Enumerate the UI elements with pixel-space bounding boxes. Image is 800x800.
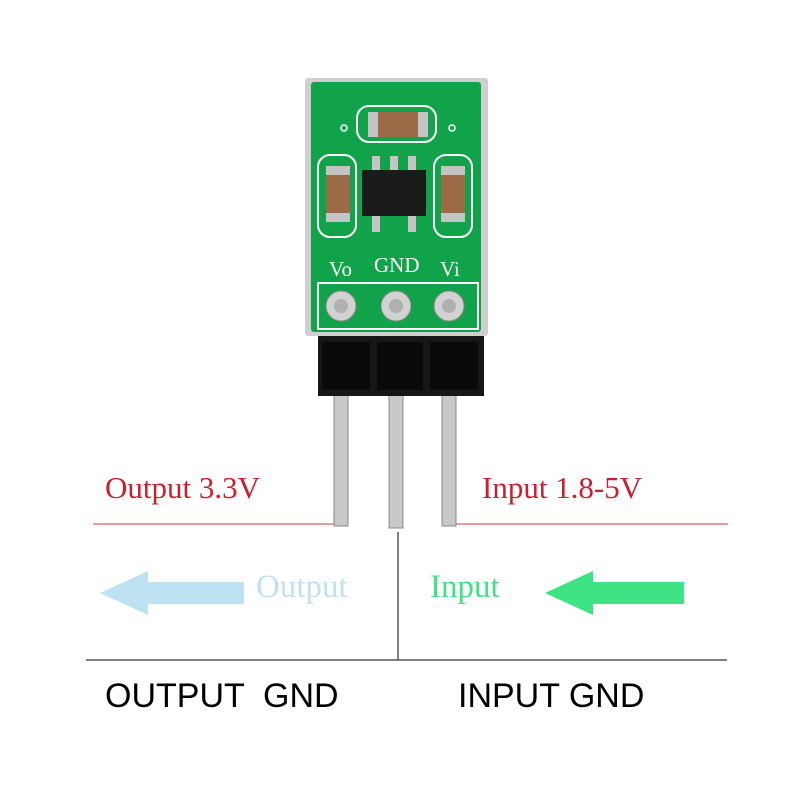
- right-capacitor: [441, 166, 465, 222]
- right-capacitor-outline: [433, 154, 473, 238]
- pin-label-vi: Vi: [440, 257, 460, 281]
- input-arrow-shape: [545, 571, 684, 615]
- ic-chip: [362, 156, 426, 232]
- left-capacitor-outline: [317, 154, 357, 238]
- pin-header: [318, 336, 484, 396]
- input-arrow-label: Input: [430, 569, 500, 605]
- input-gnd-label: INPUT GND: [458, 677, 645, 715]
- output-arrow-label: Output: [256, 569, 348, 605]
- output-arrow-shape: [100, 571, 244, 615]
- pcb-board: Vo GND Vi: [305, 78, 488, 336]
- top-capacitor-outline: [356, 105, 437, 143]
- output-gnd-label: OUTPUT GND: [105, 677, 339, 715]
- output-voltage-label: Output 3.3V: [105, 470, 260, 505]
- left-capacitor: [326, 166, 350, 222]
- input-voltage-label: Input 1.8-5V: [482, 470, 643, 505]
- pin-label-gnd: GND: [374, 253, 420, 277]
- pin-label-vo: Vo: [329, 257, 352, 281]
